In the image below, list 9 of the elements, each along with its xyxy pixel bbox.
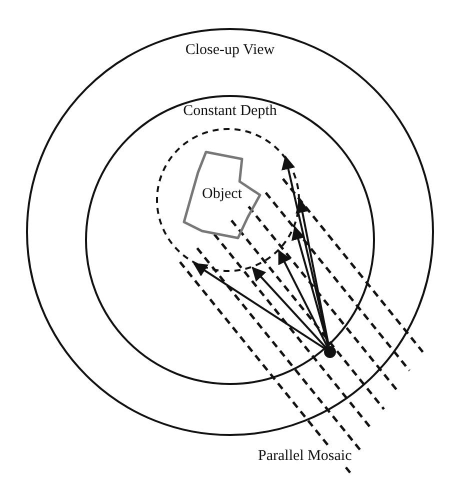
arrow bbox=[291, 226, 330, 346]
arrow bbox=[193, 262, 326, 350]
circle-title: Constant Depth bbox=[183, 103, 277, 120]
circle-title: Close-up View bbox=[185, 42, 275, 59]
caption-label: Parallel Mosaic bbox=[258, 448, 352, 465]
arrow bbox=[296, 198, 330, 346]
arrow bbox=[252, 266, 327, 348]
object-label: Object bbox=[202, 186, 242, 203]
arrow bbox=[278, 250, 328, 348]
